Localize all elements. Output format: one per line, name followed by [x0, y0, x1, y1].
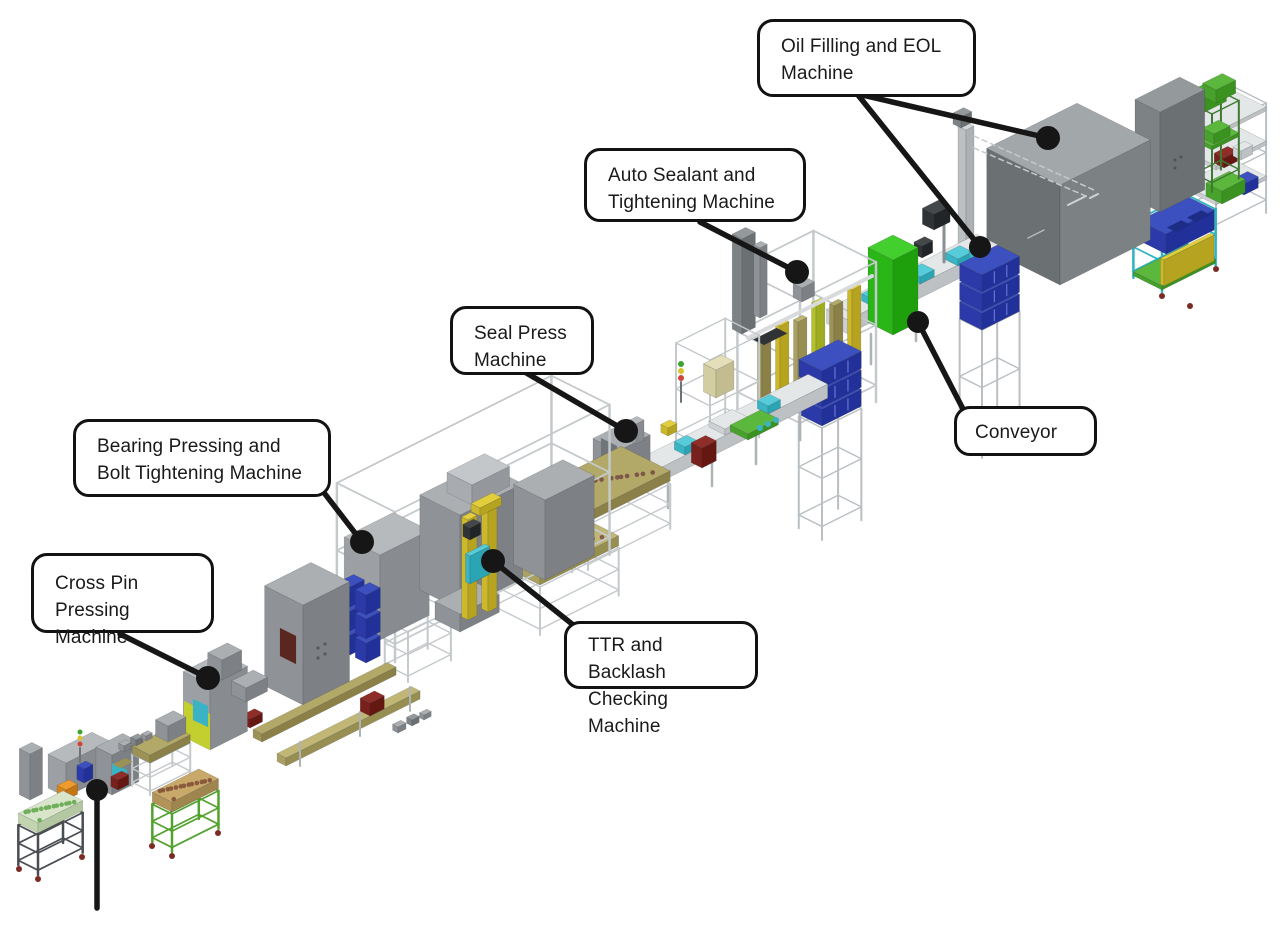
callout-label: Cross Pin Pressing Machine [55, 573, 139, 648]
callout-label: Conveyor [975, 422, 1058, 443]
callout-label: TTR and Backlash Checking Machine [588, 635, 669, 737]
callout-auto-sealant-and-tightening-machine: Auto Sealant and Tightening Machine [584, 148, 806, 222]
callout-label: Auto Sealant and Tightening Machine [608, 165, 775, 213]
tote-rack-a-graphic [797, 339, 863, 541]
conveyor-middle-segment-graphic [619, 317, 829, 510]
cross-pin-rails-graphic [241, 662, 432, 767]
callout-seal-press-machine: Seal Press Machine [450, 306, 594, 375]
callout-conveyor: Conveyor [954, 406, 1097, 456]
oil-filling-eol-machine-graphic [952, 102, 1151, 286]
green-parts-table-graphic [149, 768, 221, 859]
callout-bearing-pressing-and-bolt-tightening-machine: Bearing Pressing and Bolt Tightening Mac… [73, 419, 331, 497]
start-parts-table-graphic [16, 790, 85, 882]
callout-oil-filling-eol-machine: Oil Filling and EOL Machine [757, 19, 976, 97]
leader-lines [86, 92, 1060, 911]
callout-label: Bearing Pressing and Bolt Tightening Mac… [97, 436, 303, 484]
callout-ttr-and-backlash-checking-machine: TTR and Backlash Checking Machine [564, 621, 758, 737]
callout-label: Oil Filling and EOL Machine [781, 36, 941, 84]
callout-cross-pin-pressing-machine: Cross Pin Pressing Machine [31, 553, 214, 648]
main-cabinet-graphic [263, 562, 351, 706]
callout-label: Seal Press Machine [474, 323, 567, 371]
